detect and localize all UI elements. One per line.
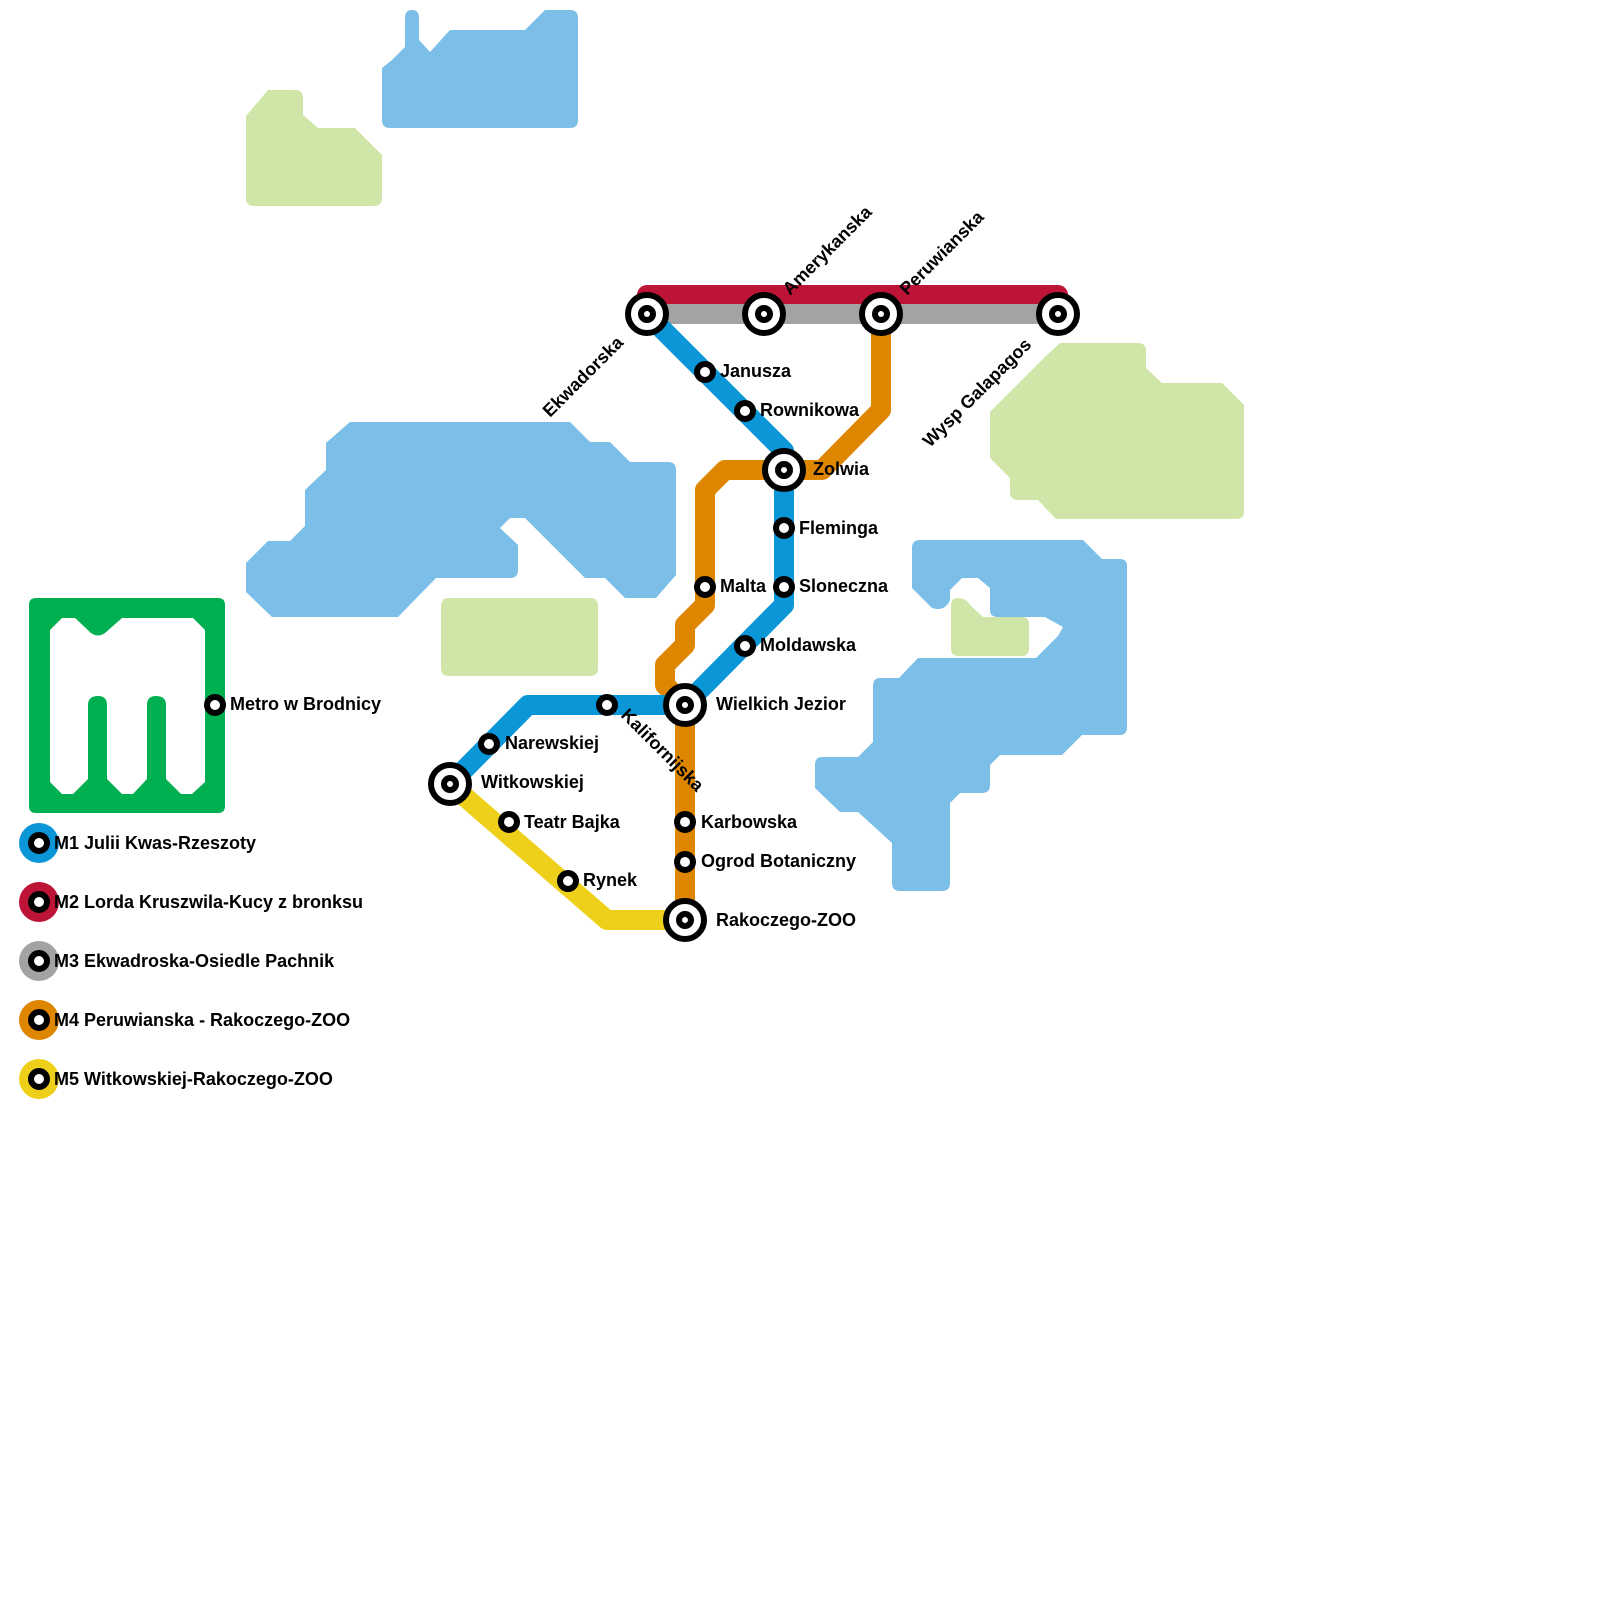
legend-label: M3 Ekwadroska-Osiedle Pachnik — [54, 951, 335, 971]
interchange-stations — [428, 292, 1080, 942]
station-karbowska[interactable] — [674, 811, 696, 833]
station-amerykanska[interactable] — [742, 292, 786, 336]
label-zolwia: Zolwia — [813, 459, 870, 479]
label-peruwianska: Peruwianska — [896, 206, 989, 299]
label-sloneczna: Sloneczna — [799, 576, 889, 596]
line-m5 — [440, 774, 695, 930]
label-amerykanska: Amerykanska — [779, 201, 877, 299]
station-kalifornijska[interactable] — [596, 694, 618, 716]
label-ekwadorska: Ekwadorska — [539, 332, 628, 421]
label-rakoczego-zoo: Rakoczego-ZOO — [716, 910, 856, 930]
station-witkowskiej[interactable] — [428, 762, 472, 806]
legend-item-m5: M5 Witkowskiej-Rakoczego-ZOO — [19, 1059, 333, 1099]
water-areas — [246, 10, 1127, 891]
label-rownikowa: Rownikowa — [760, 400, 860, 420]
station-ogrod-botaniczny[interactable] — [674, 851, 696, 873]
legend-label: M5 Witkowskiej-Rakoczego-ZOO — [54, 1069, 333, 1089]
legend-item-m2: M2 Lorda Kruszwila-Kucy z bronksu — [19, 882, 363, 922]
station-wielkich-jezior[interactable] — [663, 683, 707, 727]
park-areas — [246, 90, 1244, 676]
label-malta: Malta — [720, 576, 767, 596]
label-rynek: Rynek — [583, 870, 638, 890]
station-rynek[interactable] — [557, 870, 579, 892]
station-wysp-galapagos[interactable] — [1036, 292, 1080, 336]
label-witkowskiej: Witkowskiej — [481, 772, 584, 792]
station-ekwadorska[interactable] — [625, 292, 669, 336]
legend-station-icon — [28, 950, 50, 972]
line-m4 — [655, 304, 891, 930]
station-janusza[interactable] — [694, 361, 716, 383]
station-malta[interactable] — [694, 576, 716, 598]
label-narewskiej: Narewskiej — [505, 733, 599, 753]
station-moldawska[interactable] — [734, 635, 756, 657]
station-teatr-bajka[interactable] — [498, 811, 520, 833]
station-fleminga[interactable] — [773, 517, 795, 539]
legend-item-m1: M1 Julii Kwas-Rzeszoty — [19, 823, 256, 863]
line-m1 — [440, 304, 794, 794]
label-wielkich-jezior: Wielkich Jezior — [716, 694, 846, 714]
label-ogrod-botaniczny: Ogrod Botaniczny — [701, 851, 856, 871]
park-area — [441, 598, 598, 676]
station-rownikowa[interactable] — [734, 400, 756, 422]
regular-stations — [204, 361, 795, 892]
legend-label: M4 Peruwianska - Rakoczego-ZOO — [54, 1010, 350, 1030]
legend-station-icon — [28, 832, 50, 854]
station-sloneczna[interactable] — [773, 576, 795, 598]
legend-station-icon — [28, 1009, 50, 1031]
legend-label: M1 Julii Kwas-Rzeszoty — [54, 833, 256, 853]
park-area — [246, 90, 382, 206]
water-area — [815, 540, 1127, 891]
metro-logo-shape — [29, 598, 225, 813]
metro-logo — [29, 598, 225, 813]
station-metro-w-brodnicy[interactable] — [204, 694, 226, 716]
station-zolwia[interactable] — [762, 448, 806, 492]
label-moldawska: Moldawska — [760, 635, 857, 655]
legend-station-icon — [28, 891, 50, 913]
label-karbowska: Karbowska — [701, 812, 798, 832]
station-rakoczego-zoo[interactable] — [663, 898, 707, 942]
label-teatr-bajka: Teatr Bajka — [524, 812, 621, 832]
station-peruwianska[interactable] — [859, 292, 903, 336]
station-narewskiej[interactable] — [478, 733, 500, 755]
legend-item-m4: M4 Peruwianska - Rakoczego-ZOO — [19, 1000, 350, 1040]
water-area — [382, 10, 578, 128]
legend-station-icon — [28, 1068, 50, 1090]
label-janusza: Janusza — [720, 361, 792, 381]
park-area — [990, 343, 1244, 519]
legend: M1 Julii Kwas-Rzeszoty M2 Lorda Kruszwila… — [19, 823, 363, 1099]
label-fleminga: Fleminga — [799, 518, 879, 538]
map-title: Metro w Brodnicy — [230, 694, 381, 714]
legend-item-m3: M3 Ekwadroska-Osiedle Pachnik — [19, 941, 335, 981]
water-area — [246, 422, 676, 617]
legend-label: M2 Lorda Kruszwila-Kucy z bronksu — [54, 892, 363, 912]
park-area — [951, 598, 1029, 656]
